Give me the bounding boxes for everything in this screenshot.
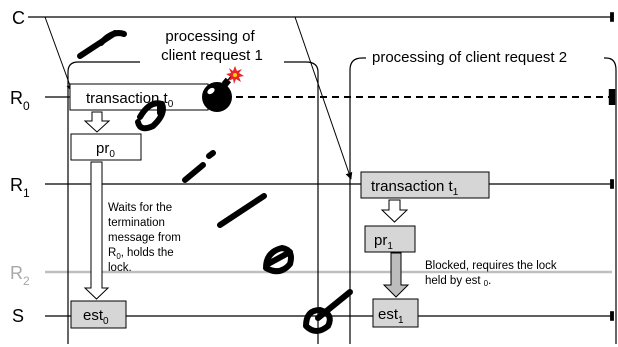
row-label-c: C: [12, 8, 25, 28]
row-label-r2: R2: [10, 263, 30, 288]
box-pr1-label: pr1: [374, 232, 393, 252]
box-pr1: [364, 225, 416, 253]
glyph-d: [303, 289, 353, 334]
box-transaction-t0: [69, 83, 209, 111]
row-label-r0: R0: [10, 88, 30, 113]
box-est1-label: est1: [378, 306, 404, 326]
glyph-i: [182, 150, 216, 183]
row-label-s: S: [12, 306, 24, 326]
glyph-e: [263, 244, 294, 275]
box-transaction-t1-label: transaction t1: [371, 178, 459, 198]
box-pr0: [70, 133, 142, 161]
region-1-title-line1: processing of: [165, 28, 255, 45]
hollow-arrow-t1-pr1: [380, 199, 409, 223]
box-est1: [372, 298, 419, 328]
request-arrow-1: [44, 16, 74, 92]
box-est0: [70, 300, 127, 329]
glyph-l: [217, 193, 267, 228]
box-pr0-label: pr0: [96, 140, 115, 160]
region-2-title: processing of client request 2: [372, 49, 567, 66]
row-label-r1: R1: [10, 175, 30, 200]
region-client-request-2: [349, 57, 617, 344]
box-transaction-t0-label: transaction t0: [86, 90, 174, 110]
glyph-f: [77, 30, 127, 59]
request-arrow-2: [294, 16, 353, 180]
decorative-glyph-overlay: [77, 30, 353, 334]
hollow-arrow-pr0-est0: [83, 161, 110, 300]
region-1-title-line2: client request 1: [161, 47, 263, 64]
glyph-a: [135, 100, 166, 132]
hollow-arrow-t0-pr0: [83, 111, 111, 133]
note-waits: Waits for the termination message from R…: [108, 202, 184, 274]
box-transaction-t1: [360, 171, 490, 199]
bomb-icon: [202, 73, 234, 112]
gray-arrow-pr1-est1: [382, 252, 410, 298]
spark-icon: [226, 66, 244, 84]
box-est0-label: est0: [83, 307, 109, 327]
region-client-request-1: [67, 61, 319, 344]
